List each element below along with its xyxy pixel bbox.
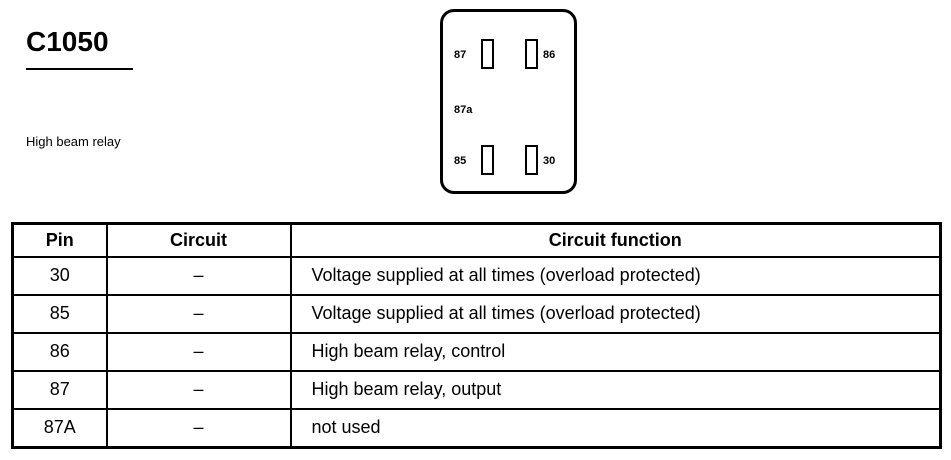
table-row: 85 – Voltage supplied at all times (over… [11,293,942,334]
table-header-row: Pin Circuit Circuit function [11,222,942,258]
pin-cell: 86 [11,331,108,372]
function-cell: not used [289,407,942,449]
pin-86-terminal [525,39,538,69]
pin-cell: 87A [11,407,108,449]
circuit-cell: – [105,407,292,449]
function-cell: High beam relay, output [289,369,942,410]
pin-label-87a: 87a [454,104,473,116]
pin-30-terminal [525,145,538,175]
header-circuit: Circuit [105,222,292,258]
connector-description: High beam relay [26,134,121,149]
pin-label-85: 85 [454,155,467,167]
pin-cell: 85 [11,293,108,334]
table-row: 86 – High beam relay, control [11,331,942,372]
table-row: 87 – High beam relay, output [11,369,942,410]
function-cell: High beam relay, control [289,331,942,372]
pin-table: Pin Circuit Circuit function 30 – Voltag… [11,222,942,449]
pin-label-86: 86 [543,49,556,61]
pin-label-30: 30 [543,155,556,167]
table-row: 30 – Voltage supplied at all times (over… [11,255,942,296]
relay-connector-diagram: 87 86 87a 85 30 [440,9,577,194]
circuit-cell: – [105,255,292,296]
table-row: 87A – not used [11,407,942,449]
circuit-cell: – [105,369,292,410]
header-pin: Pin [11,222,108,258]
connector-id-underline [26,68,133,70]
function-cell: Voltage supplied at all times (overload … [289,255,942,296]
connector-id: C1050 [26,26,109,57]
circuit-cell: – [105,293,292,334]
circuit-cell: – [105,331,292,372]
function-cell: Voltage supplied at all times (overload … [289,293,942,334]
header-circuit-function: Circuit function [289,222,942,258]
pin-85-terminal [481,145,494,175]
pin-label-87: 87 [454,49,467,61]
pin-cell: 30 [11,255,108,296]
pin-cell: 87 [11,369,108,410]
pin-87-terminal [481,39,494,69]
